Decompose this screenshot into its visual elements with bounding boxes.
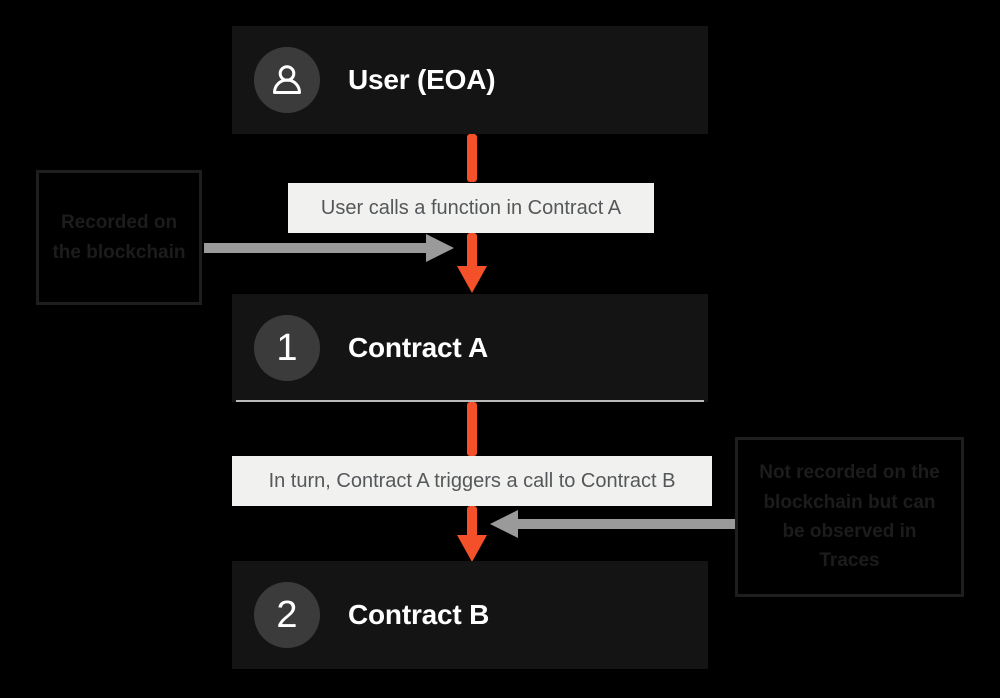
flow-arrow-contract-a-to-contract-b bbox=[456, 506, 488, 564]
node-contract-a-label: Contract A bbox=[348, 332, 489, 363]
note-recorded-text: Recorded on the blockchain bbox=[52, 212, 186, 263]
step-number-badge-1: 1 bbox=[254, 315, 320, 381]
note-not-recorded-text: Not recorded on the blockchain but can b… bbox=[759, 462, 940, 572]
flow-arrow-contract-a-to-contract-b-stem bbox=[456, 402, 488, 458]
pointer-arrow-recorded bbox=[204, 232, 456, 264]
note-not-recorded-on-blockchain: Not recorded on the blockchain but can b… bbox=[735, 437, 964, 597]
node-contract-b-label: Contract B bbox=[348, 599, 490, 630]
edge-label-user-calls-contract-a: User calls a function in Contract A bbox=[288, 183, 654, 233]
node-contract-b[interactable]: 2 Contract B bbox=[232, 561, 708, 669]
node-user-label: User (EOA) bbox=[348, 64, 496, 95]
flow-arrow-user-to-contract-a-stem bbox=[456, 134, 488, 184]
flow-arrow-user-to-contract-a bbox=[456, 233, 488, 295]
person-icon bbox=[254, 47, 320, 113]
node-user[interactable]: User (EOA) bbox=[232, 26, 708, 134]
pointer-arrow-not-recorded bbox=[488, 508, 740, 540]
step-number-badge-2: 2 bbox=[254, 582, 320, 648]
note-recorded-on-blockchain: Recorded on the blockchain bbox=[36, 170, 202, 305]
node-contract-a[interactable]: 1 Contract A bbox=[232, 294, 708, 402]
edge-label-contract-a-triggers-contract-b: In turn, Contract A triggers a call to C… bbox=[232, 456, 712, 506]
